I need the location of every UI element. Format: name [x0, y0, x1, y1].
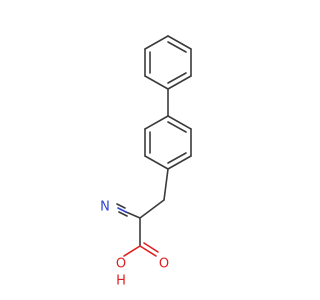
- bond: [144, 35, 169, 50]
- carbonyl-double-bond-inner: [143, 242, 159, 253]
- nitrogen-label: N: [100, 200, 110, 215]
- bond: [144, 75, 169, 90]
- nitrile-carbon-bond: [125, 211, 141, 219]
- bond: [167, 115, 192, 130]
- alpha-carbon-bond: [139, 199, 165, 219]
- top-phenyl-ring: [144, 35, 192, 90]
- carboxylic-acid-group: O H O: [116, 217, 169, 289]
- bond: [144, 155, 169, 170]
- double-bond-inner: [167, 41, 187, 53]
- bond: [144, 115, 169, 130]
- hydroxyl-bond: [123, 245, 141, 257]
- nitrile-group: N: [100, 200, 141, 219]
- double-bond-inner: [167, 121, 187, 133]
- bond: [167, 155, 192, 170]
- hydroxyl-hydrogen-label: H: [116, 274, 126, 289]
- hydroxyl-oxygen-label: O: [116, 257, 126, 272]
- nitrile-triple-bond-upper: [116, 203, 126, 209]
- double-bond-inner: [167, 152, 187, 164]
- bond: [167, 75, 192, 90]
- lower-phenyl-ring: [144, 115, 192, 170]
- nitrile-triple-bond-lower: [118, 211, 128, 217]
- nitrile-triple-bond-center: [117, 207, 127, 213]
- carbonyl-oxygen-label: O: [159, 257, 169, 272]
- carbonyl-double-bond-outer: [139, 245, 157, 257]
- molecule-canvas: N O H O: [100, 35, 192, 289]
- double-bond-inner: [167, 72, 187, 84]
- methylene-bond: [163, 168, 169, 201]
- molecule-structure: N O H O: [100, 35, 192, 289]
- bond: [167, 35, 192, 50]
